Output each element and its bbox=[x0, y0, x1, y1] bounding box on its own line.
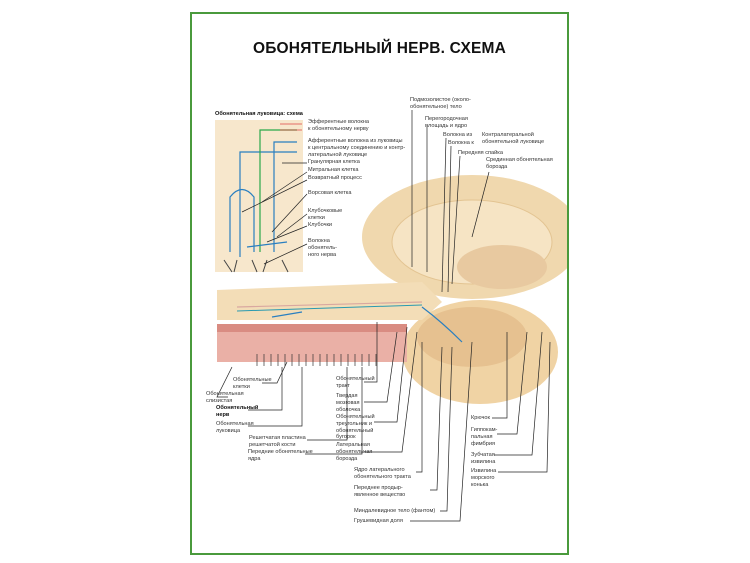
label-afferent-fibers: Афферентные волокна из луковицы к центра… bbox=[308, 138, 406, 158]
label-lateral-tract-nucleus: Ядро латерального обонятельного тракта bbox=[354, 467, 411, 480]
label-lateral-olfactory-stria: Латеральная обонятельная борозда bbox=[336, 442, 373, 462]
label-amygdala: Миндалевидное тело (фантом) bbox=[354, 508, 436, 514]
olfactory-tract bbox=[217, 282, 442, 320]
label-recurrent-process: Возвратный процесс bbox=[308, 175, 362, 181]
label-olfactory-nerve: Обонятельный нерв bbox=[216, 405, 259, 418]
label-septal-area: Перегородочная площадь и ядро bbox=[425, 116, 468, 129]
inset-title: Обонятельная луковица: схема bbox=[215, 111, 303, 117]
label-efferent-fibers: Эфферентные волокна к обонятельному нерв… bbox=[308, 119, 369, 132]
label-olfactory-tract: Обонятельный тракт bbox=[336, 376, 375, 389]
thalamus bbox=[457, 245, 547, 289]
efferent-fiber-line bbox=[236, 301, 423, 308]
label-fibers-from: Волокна из bbox=[443, 132, 473, 138]
hippocampus bbox=[417, 307, 527, 367]
label-olfactory-mucosa: Обонятельная слизистая bbox=[206, 391, 244, 404]
label-fimbria: Гиппокам- пальная фимбрия bbox=[471, 427, 498, 447]
label-granule-cell: Гранулярная клетка bbox=[308, 159, 360, 165]
inset-neuron-fibers bbox=[229, 129, 463, 343]
label-parahippocampal-gyrus: Извилина морского конька bbox=[471, 468, 497, 488]
label-anterior-olfactory-nuclei: Передние обонятельные ядра bbox=[248, 449, 313, 462]
label-dentate-gyrus: Зубчатая извилина bbox=[471, 452, 496, 465]
label-cribriform-plate: Решетчатая пластина решетчатой кости bbox=[249, 435, 306, 448]
label-anterior-perforated-substance: Переднее продыр- явленное вещество bbox=[354, 485, 406, 498]
inset-nerve-fibers bbox=[223, 259, 289, 273]
efferent-arrows bbox=[280, 123, 302, 131]
label-anterior-commissure: Передняя спайка bbox=[458, 150, 503, 156]
label-olfactory-bulb: Обонятельная луковица bbox=[216, 421, 254, 434]
label-piriform-lobe: Грушевидная доля bbox=[354, 518, 403, 524]
inset-background bbox=[215, 120, 303, 272]
label-olfactory-nerve-fibers: Волокна обонятель- ного нерва bbox=[308, 238, 338, 258]
poster-frame: ОБОНЯТЕЛЬНЫЙ НЕРВ. СХЕМА Обонятельная лу… bbox=[190, 12, 569, 555]
label-glomeruli: Клубочки bbox=[308, 222, 333, 228]
olfactory-cell-fibers bbox=[256, 354, 377, 366]
label-olfactory-trigone: Обонятельный треугольник и обонятельный … bbox=[336, 414, 375, 441]
label-fibers-to: Волокна к bbox=[448, 140, 474, 146]
label-subcallosal-body: Подмозолистое (около- обонятельное) тело bbox=[410, 97, 471, 110]
label-uncus: Крючок bbox=[471, 415, 490, 421]
label-olfactory-cells: Обонятельные клетки bbox=[233, 377, 272, 390]
afferent-fiber-line bbox=[236, 304, 423, 312]
cribriform-plate bbox=[217, 324, 407, 332]
olfactory-diagram bbox=[215, 110, 567, 522]
poster-title: ОБОНЯТЕЛЬНЫЙ НЕРВ. СХЕМА bbox=[252, 40, 507, 57]
label-mitral-cell: Митральная клетка bbox=[308, 167, 359, 173]
label-tufted-cell: Ворсовая клетка bbox=[308, 190, 352, 196]
label-dura-mater: Твердая мозговая оболочка bbox=[336, 393, 361, 413]
leader-lines bbox=[216, 110, 551, 522]
label-medial-olfactory-stria: Срединная обонятельная борозда bbox=[486, 157, 553, 170]
label-contralateral-bulb: Контралатеральной обонятельной луковице bbox=[482, 132, 545, 145]
label-glomerular-cells: Клубочковые клетки bbox=[308, 208, 343, 221]
